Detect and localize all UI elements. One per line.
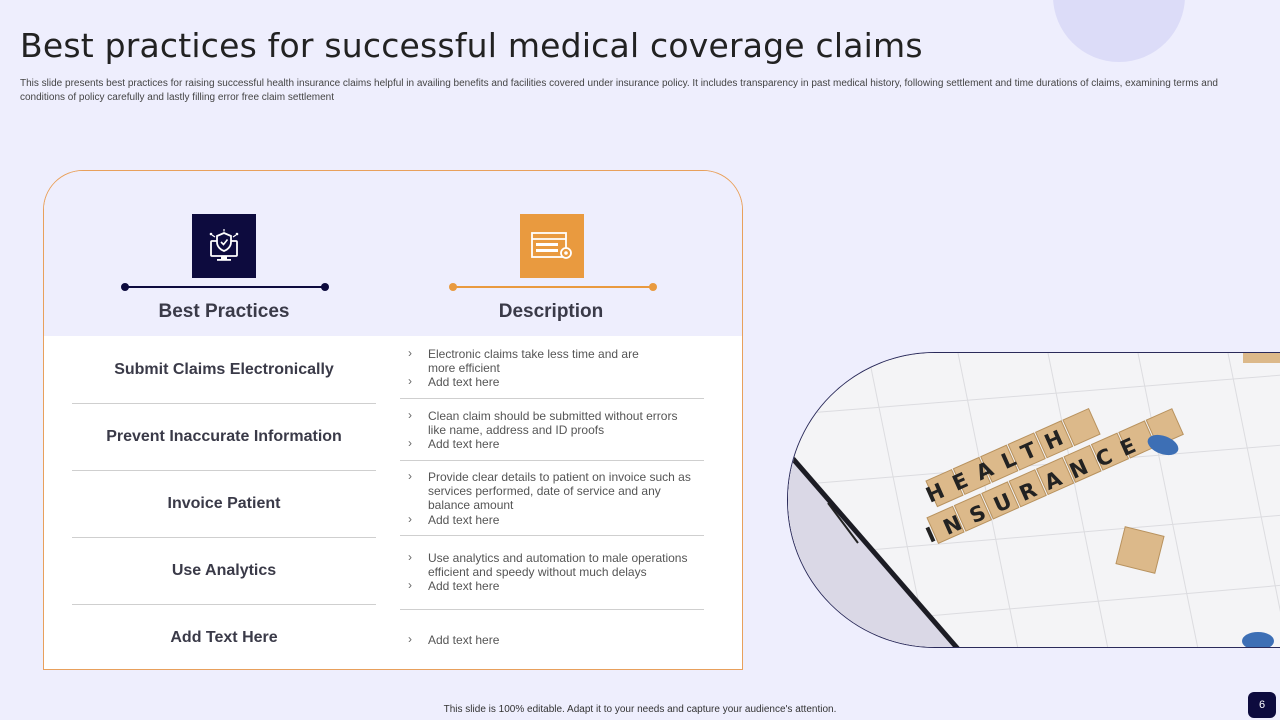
row-separator: [400, 609, 704, 610]
line-dot: [649, 283, 657, 291]
row-description: ›Provide clear details to patient on inv…: [408, 469, 708, 527]
chevron-right-icon: ›: [408, 550, 412, 564]
chevron-right-icon: ›: [408, 374, 412, 388]
row-description: ›Clean claim should be submitted without…: [408, 408, 708, 451]
health-insurance-photo: HEALTH INSURANCE: [787, 352, 1280, 648]
line-dot: [321, 283, 329, 291]
chevron-right-icon: ›: [408, 578, 412, 592]
chevron-right-icon: ›: [408, 469, 412, 483]
list-item: ›Electronic claims take less time and ar…: [408, 346, 639, 375]
slide-title: Best practices for successful medical co…: [20, 26, 923, 65]
photo-illustration: HEALTH INSURANCE: [788, 353, 1280, 647]
decorative-circle: [1053, 0, 1185, 62]
document-gear-icon: [520, 214, 584, 278]
list-item: ›Add text here: [408, 374, 500, 389]
row-label: Add Text Here: [170, 629, 278, 646]
col1-divider-line: [121, 283, 329, 291]
row-separator: [400, 460, 704, 461]
line-dot: [449, 283, 457, 291]
list-item: ›Provide clear details to patient on inv…: [408, 469, 691, 512]
line-dot: [121, 283, 129, 291]
row-separator: [400, 398, 704, 399]
row-separator: [72, 537, 376, 538]
row-separator: [72, 470, 376, 471]
page-number-badge: 6: [1248, 692, 1276, 718]
practices-card: Best Practices Description Submit Claims…: [43, 170, 743, 670]
chevron-right-icon: ›: [408, 512, 412, 526]
row-separator: [72, 403, 376, 404]
row-separator: [400, 535, 704, 536]
row-label: Invoice Patient: [167, 495, 281, 512]
chevron-right-icon: ›: [408, 346, 412, 360]
chevron-right-icon: ›: [408, 408, 412, 422]
list-item: ›Add text here: [408, 436, 500, 451]
column-header-best-practices: Best Practices: [158, 301, 290, 322]
column-header-description: Description: [498, 301, 604, 322]
col2-divider-line: [449, 283, 657, 291]
row-description: ›Use analytics and automation to male op…: [408, 550, 708, 593]
row-label: Prevent Inaccurate Information: [106, 428, 342, 445]
row-description: ›Electronic claims take less time and ar…: [408, 346, 708, 389]
list-item: ›Use analytics and automation to male op…: [408, 550, 688, 579]
list-item: ›Clean claim should be submitted without…: [408, 408, 678, 437]
slide-subtitle: This slide presents best practices for r…: [20, 78, 1218, 103]
list-item: ›Add text here: [408, 578, 500, 593]
card-header: Best Practices Description: [44, 171, 742, 336]
monitor-shield-icon: [192, 214, 256, 278]
row-separator: [72, 604, 376, 605]
row-description: ›Add text here: [408, 632, 708, 647]
slide-footer: This slide is 100% editable. Adapt it to…: [443, 704, 837, 715]
chevron-right-icon: ›: [408, 436, 412, 450]
list-item: ›Add text here: [408, 512, 500, 527]
list-item: ›Add text here: [408, 632, 500, 647]
row-label: Submit Claims Electronically: [114, 361, 334, 378]
chevron-right-icon: ›: [408, 632, 412, 646]
row-label: Use Analytics: [171, 562, 277, 579]
